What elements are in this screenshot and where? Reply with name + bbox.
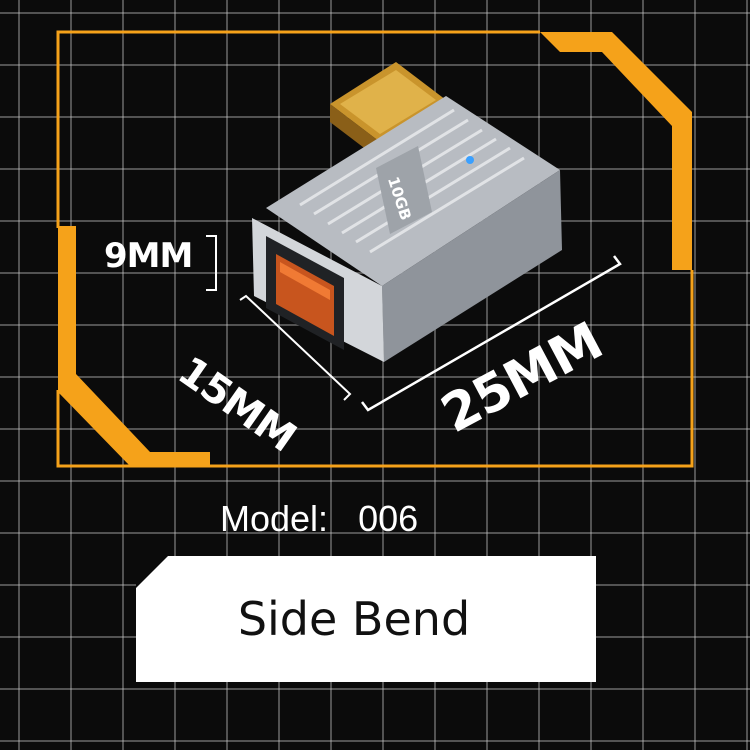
housing-side [382, 170, 562, 362]
frame-bottom-line [56, 270, 694, 468]
capacity-badge [376, 146, 432, 234]
model-label: Model: [220, 498, 329, 539]
dimension-height-label: 9MM [104, 236, 193, 276]
banner-background [136, 556, 596, 682]
led-indicator [466, 156, 474, 164]
usb-adapter [252, 62, 562, 362]
banner-notch [136, 556, 168, 588]
model-line: Model: 006 [220, 498, 418, 540]
banner-title: Side Bend [237, 592, 471, 646]
bracket-height [206, 235, 217, 291]
bracket-width [239, 294, 352, 401]
model-value: 006 [358, 498, 419, 539]
frame-top-line [56, 30, 540, 228]
frame-corner-bottom-left [58, 226, 210, 466]
frame-corner-top-right [540, 32, 692, 270]
bracket-length [361, 255, 622, 412]
